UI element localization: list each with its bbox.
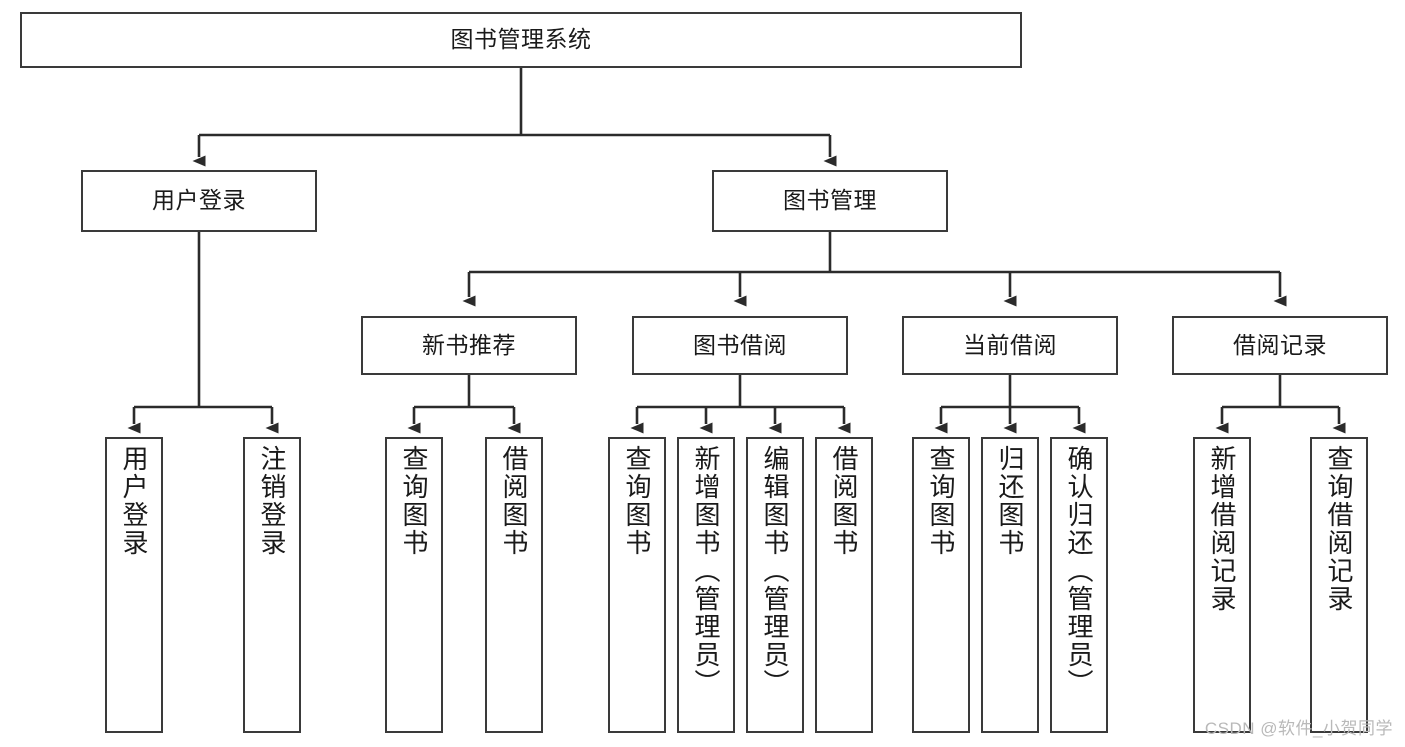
leaf-edit-book-admin[interactable]: 编辑图书（管理员） bbox=[746, 437, 804, 733]
node-label: 图书管理系统 bbox=[450, 26, 592, 53]
leaf-confirm-return-admin[interactable]: 确认归还（管理员） bbox=[1050, 437, 1108, 733]
leaf-query-book-borrow[interactable]: 查询图书 bbox=[608, 437, 666, 733]
node-label: 查询借阅记录 bbox=[1324, 445, 1354, 613]
node-label: 用户登录 bbox=[152, 187, 246, 214]
leaf-logout[interactable]: 注销登录 bbox=[243, 437, 301, 733]
node-label: 编辑图书（管理员） bbox=[760, 445, 790, 697]
node-label: 借阅图书 bbox=[829, 445, 859, 557]
leaf-query-book-current[interactable]: 查询图书 bbox=[912, 437, 970, 733]
leaf-return-book[interactable]: 归还图书 bbox=[981, 437, 1039, 733]
node-label: 新增借阅记录 bbox=[1207, 445, 1237, 613]
node-label: 图书借阅 bbox=[693, 331, 787, 358]
node-root-book-management-system[interactable]: 图书管理系统 bbox=[20, 12, 1022, 68]
node-label: 借阅图书 bbox=[499, 445, 529, 557]
node-label: 新增图书（管理员） bbox=[691, 445, 721, 697]
node-book-management[interactable]: 图书管理 bbox=[712, 170, 948, 232]
node-label: 当前借阅 bbox=[963, 331, 1057, 358]
node-label: 查询图书 bbox=[926, 445, 956, 557]
node-label: 归还图书 bbox=[995, 445, 1025, 557]
leaf-add-borrow-record[interactable]: 新增借阅记录 bbox=[1193, 437, 1251, 733]
node-label: 注销登录 bbox=[257, 445, 287, 557]
leaf-query-book-newbook[interactable]: 查询图书 bbox=[385, 437, 443, 733]
node-borrow-record[interactable]: 借阅记录 bbox=[1172, 316, 1388, 375]
node-label: 用户登录 bbox=[119, 445, 149, 557]
node-label: 确认归还（管理员） bbox=[1064, 445, 1094, 697]
leaf-user-login[interactable]: 用户登录 bbox=[105, 437, 163, 733]
node-current-borrow[interactable]: 当前借阅 bbox=[902, 316, 1118, 375]
node-label: 图书管理 bbox=[783, 187, 877, 214]
node-label: 查询图书 bbox=[399, 445, 429, 557]
leaf-borrow-book-newbook[interactable]: 借阅图书 bbox=[485, 437, 543, 733]
leaf-borrow-book-borrow[interactable]: 借阅图书 bbox=[815, 437, 873, 733]
leaf-add-book-admin[interactable]: 新增图书（管理员） bbox=[677, 437, 735, 733]
node-label: 新书推荐 bbox=[422, 331, 516, 358]
leaf-query-borrow-record[interactable]: 查询借阅记录 bbox=[1310, 437, 1368, 733]
node-user-login[interactable]: 用户登录 bbox=[81, 170, 317, 232]
node-label: 查询图书 bbox=[622, 445, 652, 557]
node-book-borrow[interactable]: 图书借阅 bbox=[632, 316, 848, 375]
node-label: 借阅记录 bbox=[1233, 331, 1327, 358]
node-new-book-recommend[interactable]: 新书推荐 bbox=[361, 316, 577, 375]
